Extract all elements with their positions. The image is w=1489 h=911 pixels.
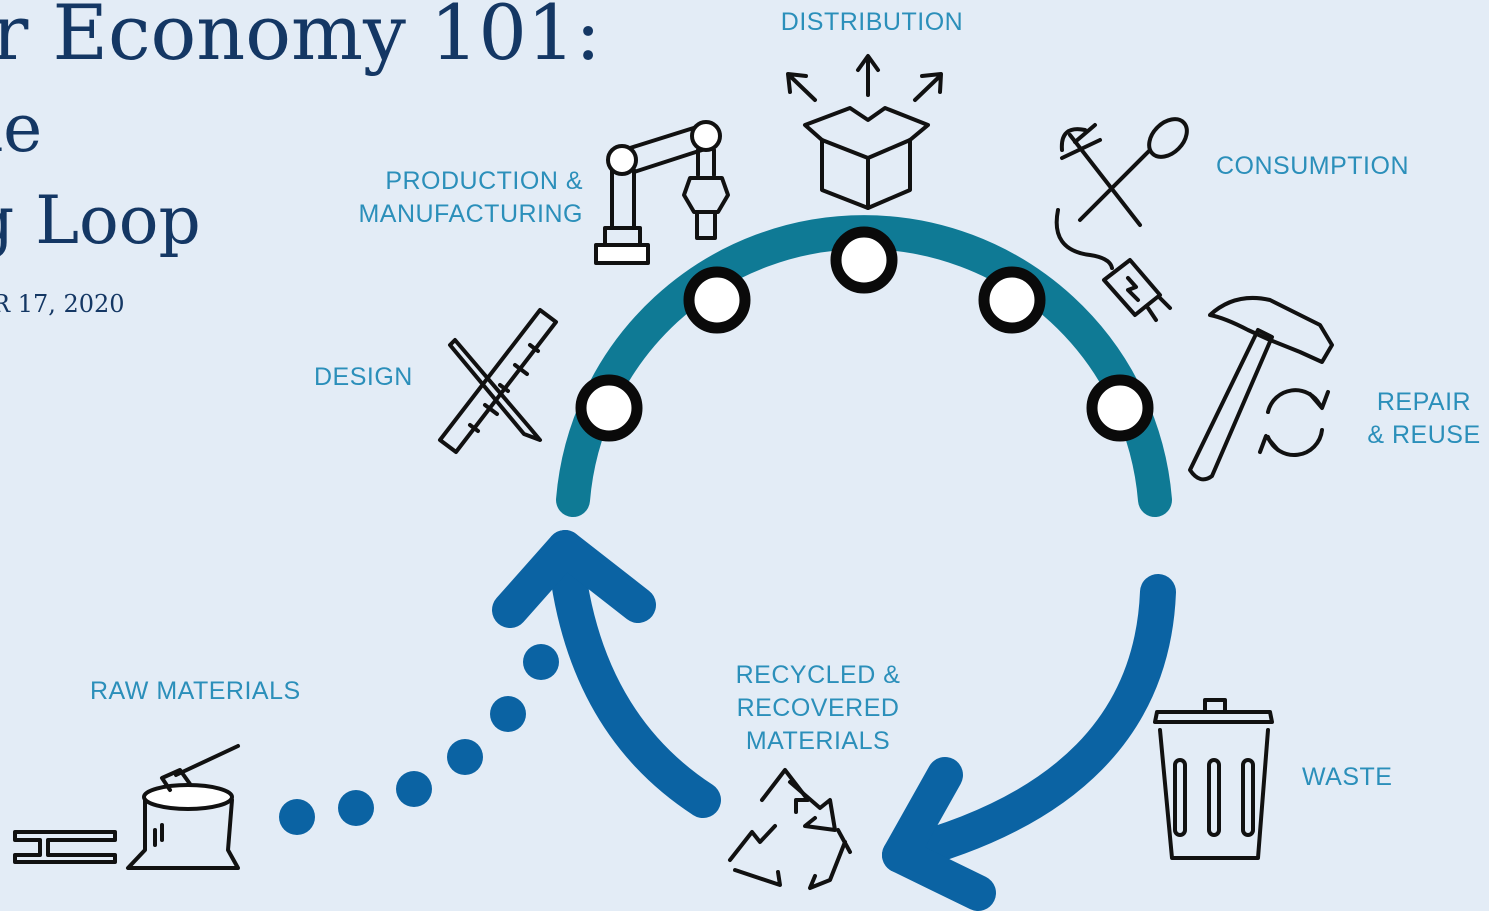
recycle-icon	[728, 768, 852, 890]
label-production: PRODUCTION & MANUFACTURING	[358, 167, 583, 228]
label-recycled-materials: RECYCLED & RECOVERED MATERIALS	[735, 661, 901, 755]
stage-node-design	[575, 374, 643, 442]
raw-materials-dots	[279, 644, 559, 835]
cycle-arrows-icon	[1258, 388, 1330, 457]
label-raw-materials: RAW MATERIALS	[90, 677, 301, 705]
label-design: DESIGN	[314, 363, 413, 391]
stage-node-consumption	[978, 266, 1046, 334]
dot	[523, 644, 559, 680]
i-beam-icon	[13, 830, 117, 864]
fork-spoon-icon	[1059, 117, 1189, 227]
recovery-arrows	[492, 530, 1176, 911]
arrow-to-design-head	[492, 530, 656, 628]
plug-icon	[1054, 208, 1172, 322]
stage-node-production	[683, 266, 751, 334]
trash-can-icon	[1153, 698, 1274, 860]
page-date: R 17, 2020	[0, 290, 125, 318]
box-with-arrows-icon	[786, 54, 943, 210]
arrow-to-recycling	[882, 574, 1176, 873]
robot-arm-icon	[594, 120, 730, 265]
dot	[490, 696, 526, 732]
stage-node-repair	[1086, 374, 1154, 442]
page-title-line-2: ie	[0, 90, 43, 167]
dot	[279, 799, 315, 835]
page-title-line-1: r Economy 101:	[0, 0, 601, 77]
arrow-to-recycling-head	[882, 757, 996, 911]
label-waste: WASTE	[1302, 763, 1393, 791]
label-distribution: DISTRIBUTION	[780, 8, 964, 36]
label-consumption: CONSUMPTION	[1216, 152, 1409, 180]
dot	[338, 790, 374, 826]
label-repair-reuse: REPAIR & REUSE	[1367, 388, 1481, 449]
stage-nodes	[575, 226, 1154, 442]
tree-stump-axe-icon	[126, 744, 240, 870]
dot	[447, 739, 483, 775]
arrow-to-design	[547, 530, 721, 818]
stage-node-distribution	[830, 226, 898, 294]
dot	[396, 771, 432, 807]
page-title-line-3: g Loop	[0, 182, 201, 259]
hammer-icon	[1188, 295, 1334, 482]
ruler-pencil-icon	[438, 308, 558, 454]
